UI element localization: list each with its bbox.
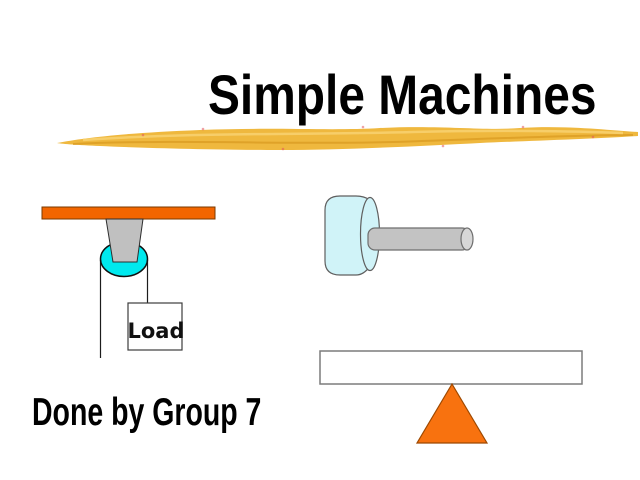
- axle-end-cap: [460, 227, 474, 251]
- slide-title: Simple Machines: [208, 63, 597, 126]
- credit-text: Done by Group 7: [32, 391, 262, 434]
- axle-rod: [367, 227, 470, 251]
- wheel-and-axle-diagram: [324, 195, 474, 276]
- lever-diagram: [319, 350, 583, 444]
- lever-fulcrum-triangle: [415, 382, 489, 444]
- pulley-bracket-wedge: [105, 218, 144, 263]
- load-box: [127, 302, 183, 351]
- pulley-diagram: Load: [41, 206, 216, 358]
- highlighter-dark-streak: [72, 134, 634, 145]
- highlighter-specks: [141, 125, 595, 151]
- load-label: Load: [127, 319, 184, 343]
- highlighter-stroke-body: [57, 127, 638, 150]
- highlighter-light-streak: [82, 129, 624, 142]
- lever-beam: [319, 350, 583, 385]
- wheel-body: [324, 195, 371, 276]
- title-highlighter-stroke: [57, 125, 638, 151]
- pulley-support-bar: [41, 206, 216, 220]
